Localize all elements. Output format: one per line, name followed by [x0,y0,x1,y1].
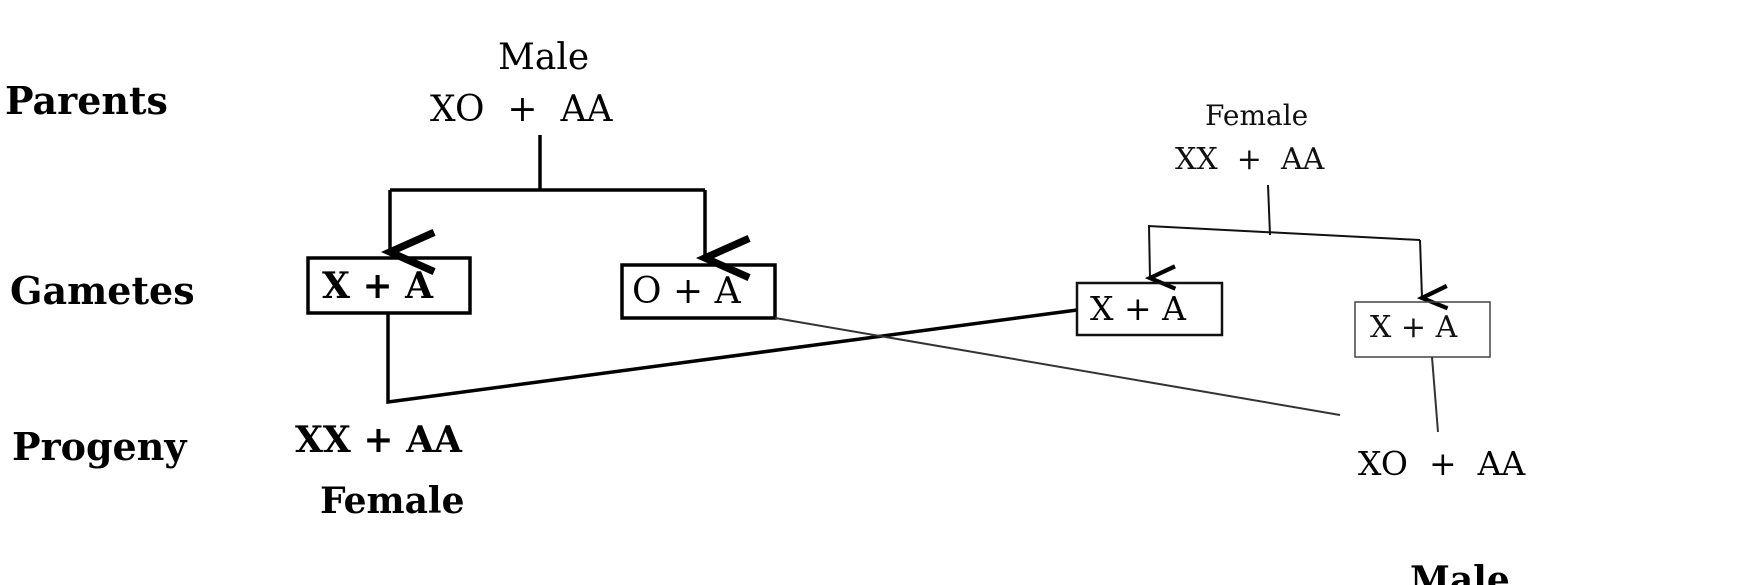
progeny-female-sex: Female [320,480,465,522]
female-parent-genotype: XX + AA [1175,142,1325,177]
progeny-male-genotype: XO + AA [1358,444,1526,483]
male-gamete-1-text: X + A [322,265,434,307]
female-stem-line [1267,184,1271,236]
female-parent-label: Female [1205,99,1309,132]
male-parent-genotype: XO + AA [430,89,613,130]
cross-line-female-progeny [386,308,1078,404]
male-gamete-2-text: O + A [632,271,741,312]
male-gamete-box-2 [620,263,777,320]
row-label-gametes: Gametes [10,268,195,313]
row-label-parents: Parents [5,78,168,123]
arrow-to-female-gamete-1 [1144,225,1177,291]
female-gamete-2-to-male-progeny [1431,356,1439,433]
female-branch-line [1147,225,1421,241]
female-gamete-2-text: X + A [1370,310,1458,345]
arrow-to-female-gamete-2 [1416,239,1449,311]
cross-line-male-progeny [774,317,1341,416]
row-label-progeny: Progeny [12,424,187,469]
progeny-male-sex: Male [1410,559,1510,585]
female-gamete-box-2 [1354,301,1491,358]
female-gamete-1-text: X + A [1090,289,1186,328]
female-gamete-box-1 [1075,281,1224,337]
progeny-female-genotype: XX + AA [295,419,462,461]
male-parent-label: Male [498,37,590,78]
